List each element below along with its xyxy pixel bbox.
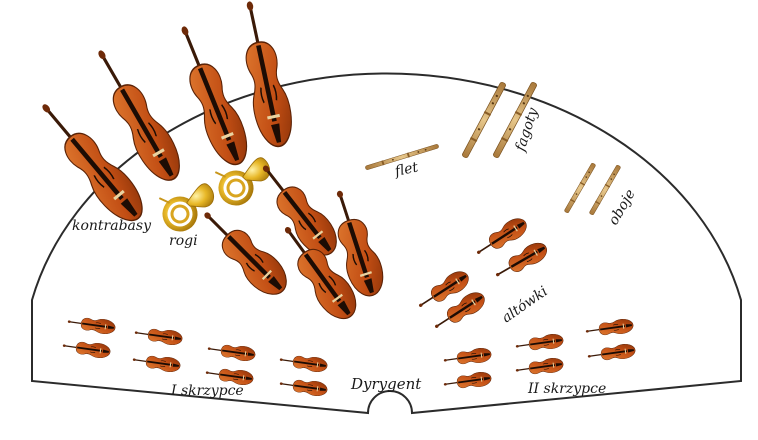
label-conductor: Dyrygent bbox=[350, 375, 422, 393]
label-rogi: rogi bbox=[169, 233, 198, 249]
label-kontrabasy: kontrabasy bbox=[72, 218, 152, 234]
label-second-violins: II skrzypce bbox=[527, 381, 606, 397]
stage-outline bbox=[31, 72, 742, 415]
label-flet: flet bbox=[393, 159, 420, 180]
label-first-violins: I skrzypce bbox=[170, 383, 244, 399]
